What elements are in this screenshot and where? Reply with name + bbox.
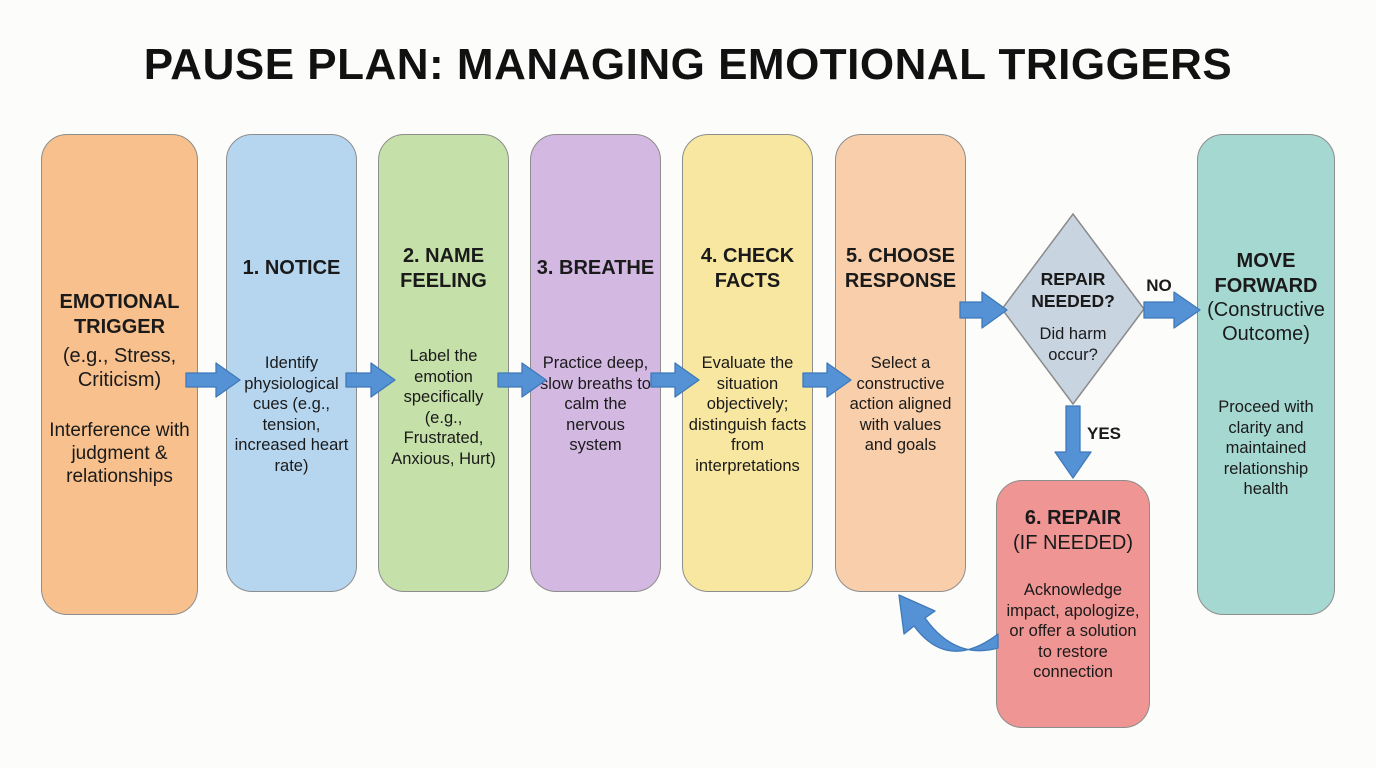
move-forward-heading: MOVE FORWARD	[1214, 250, 1318, 297]
decision-question: REPAIR NEEDED?	[1031, 269, 1115, 311]
branch-yes-label: YES	[1086, 424, 1122, 443]
step-choose-response-box	[835, 134, 966, 592]
arrow-trigger-to-notice	[185, 362, 241, 398]
arrow-repair-to-choose	[898, 594, 999, 652]
step-name-feeling-box	[378, 134, 509, 592]
step-name-feeling-body: Label the emotion specifically (e.g., Fr…	[391, 347, 496, 468]
arrow-decision-to-forward	[1143, 291, 1201, 329]
step-notice-body: Identify physiological cues (e.g., tensi…	[234, 354, 349, 475]
step-choose-response-body: Select a constructive action aligned wit…	[849, 354, 952, 454]
step-check-facts-heading: 4. CHECK FACTS	[700, 245, 795, 292]
decision-diamond	[1001, 212, 1145, 406]
step-name-feeling-heading: 2. NAME FEELING	[400, 245, 487, 292]
arrow-breathe-to-check	[650, 362, 700, 398]
repair-sub: (IF NEEDED)	[1013, 532, 1133, 554]
arrow-check-to-choose	[802, 362, 852, 398]
move-forward-body: Proceed with clarity and maintained rela…	[1218, 398, 1314, 498]
step-choose-response-heading: 5. CHOOSE RESPONSE	[844, 245, 957, 292]
step-check-facts-body: Evaluate the situation objectively; dist…	[688, 354, 807, 475]
move-forward-box	[1197, 134, 1335, 615]
trigger-example: (e.g., Stress, Criticism)	[62, 345, 177, 391]
arrow-choose-to-decision	[959, 291, 1008, 329]
arrow-decision-to-repair	[1054, 405, 1092, 479]
repair-body: Acknowledge impact, apologize, or offer …	[1006, 581, 1140, 681]
repair-box	[996, 480, 1150, 728]
step-breathe-box	[530, 134, 661, 592]
step-breathe-body: Practice deep, slow breaths to calm the …	[540, 354, 651, 454]
trigger-box	[41, 134, 198, 615]
step-notice-heading: 1. NOTICE	[242, 257, 341, 279]
repair-heading: 6. REPAIR	[1024, 507, 1122, 529]
branch-no-label: NO	[1146, 276, 1172, 295]
step-notice-box	[226, 134, 357, 592]
step-breathe-heading: 3. BREATHE	[536, 257, 655, 279]
arrow-notice-to-name	[345, 362, 396, 398]
trigger-heading: EMOTIONAL TRIGGER	[59, 291, 180, 338]
diagram-title: PAUSE PLAN: MANAGING EMOTIONAL TRIGGERS	[143, 40, 1233, 89]
trigger-body: Interference with judgment & relationshi…	[49, 420, 190, 487]
arrow-name-to-breathe	[497, 362, 547, 398]
decision-sub: Did harm occur?	[1039, 325, 1107, 364]
move-forward-sub: (Constructive Outcome)	[1207, 299, 1325, 345]
step-check-facts-box	[682, 134, 813, 592]
